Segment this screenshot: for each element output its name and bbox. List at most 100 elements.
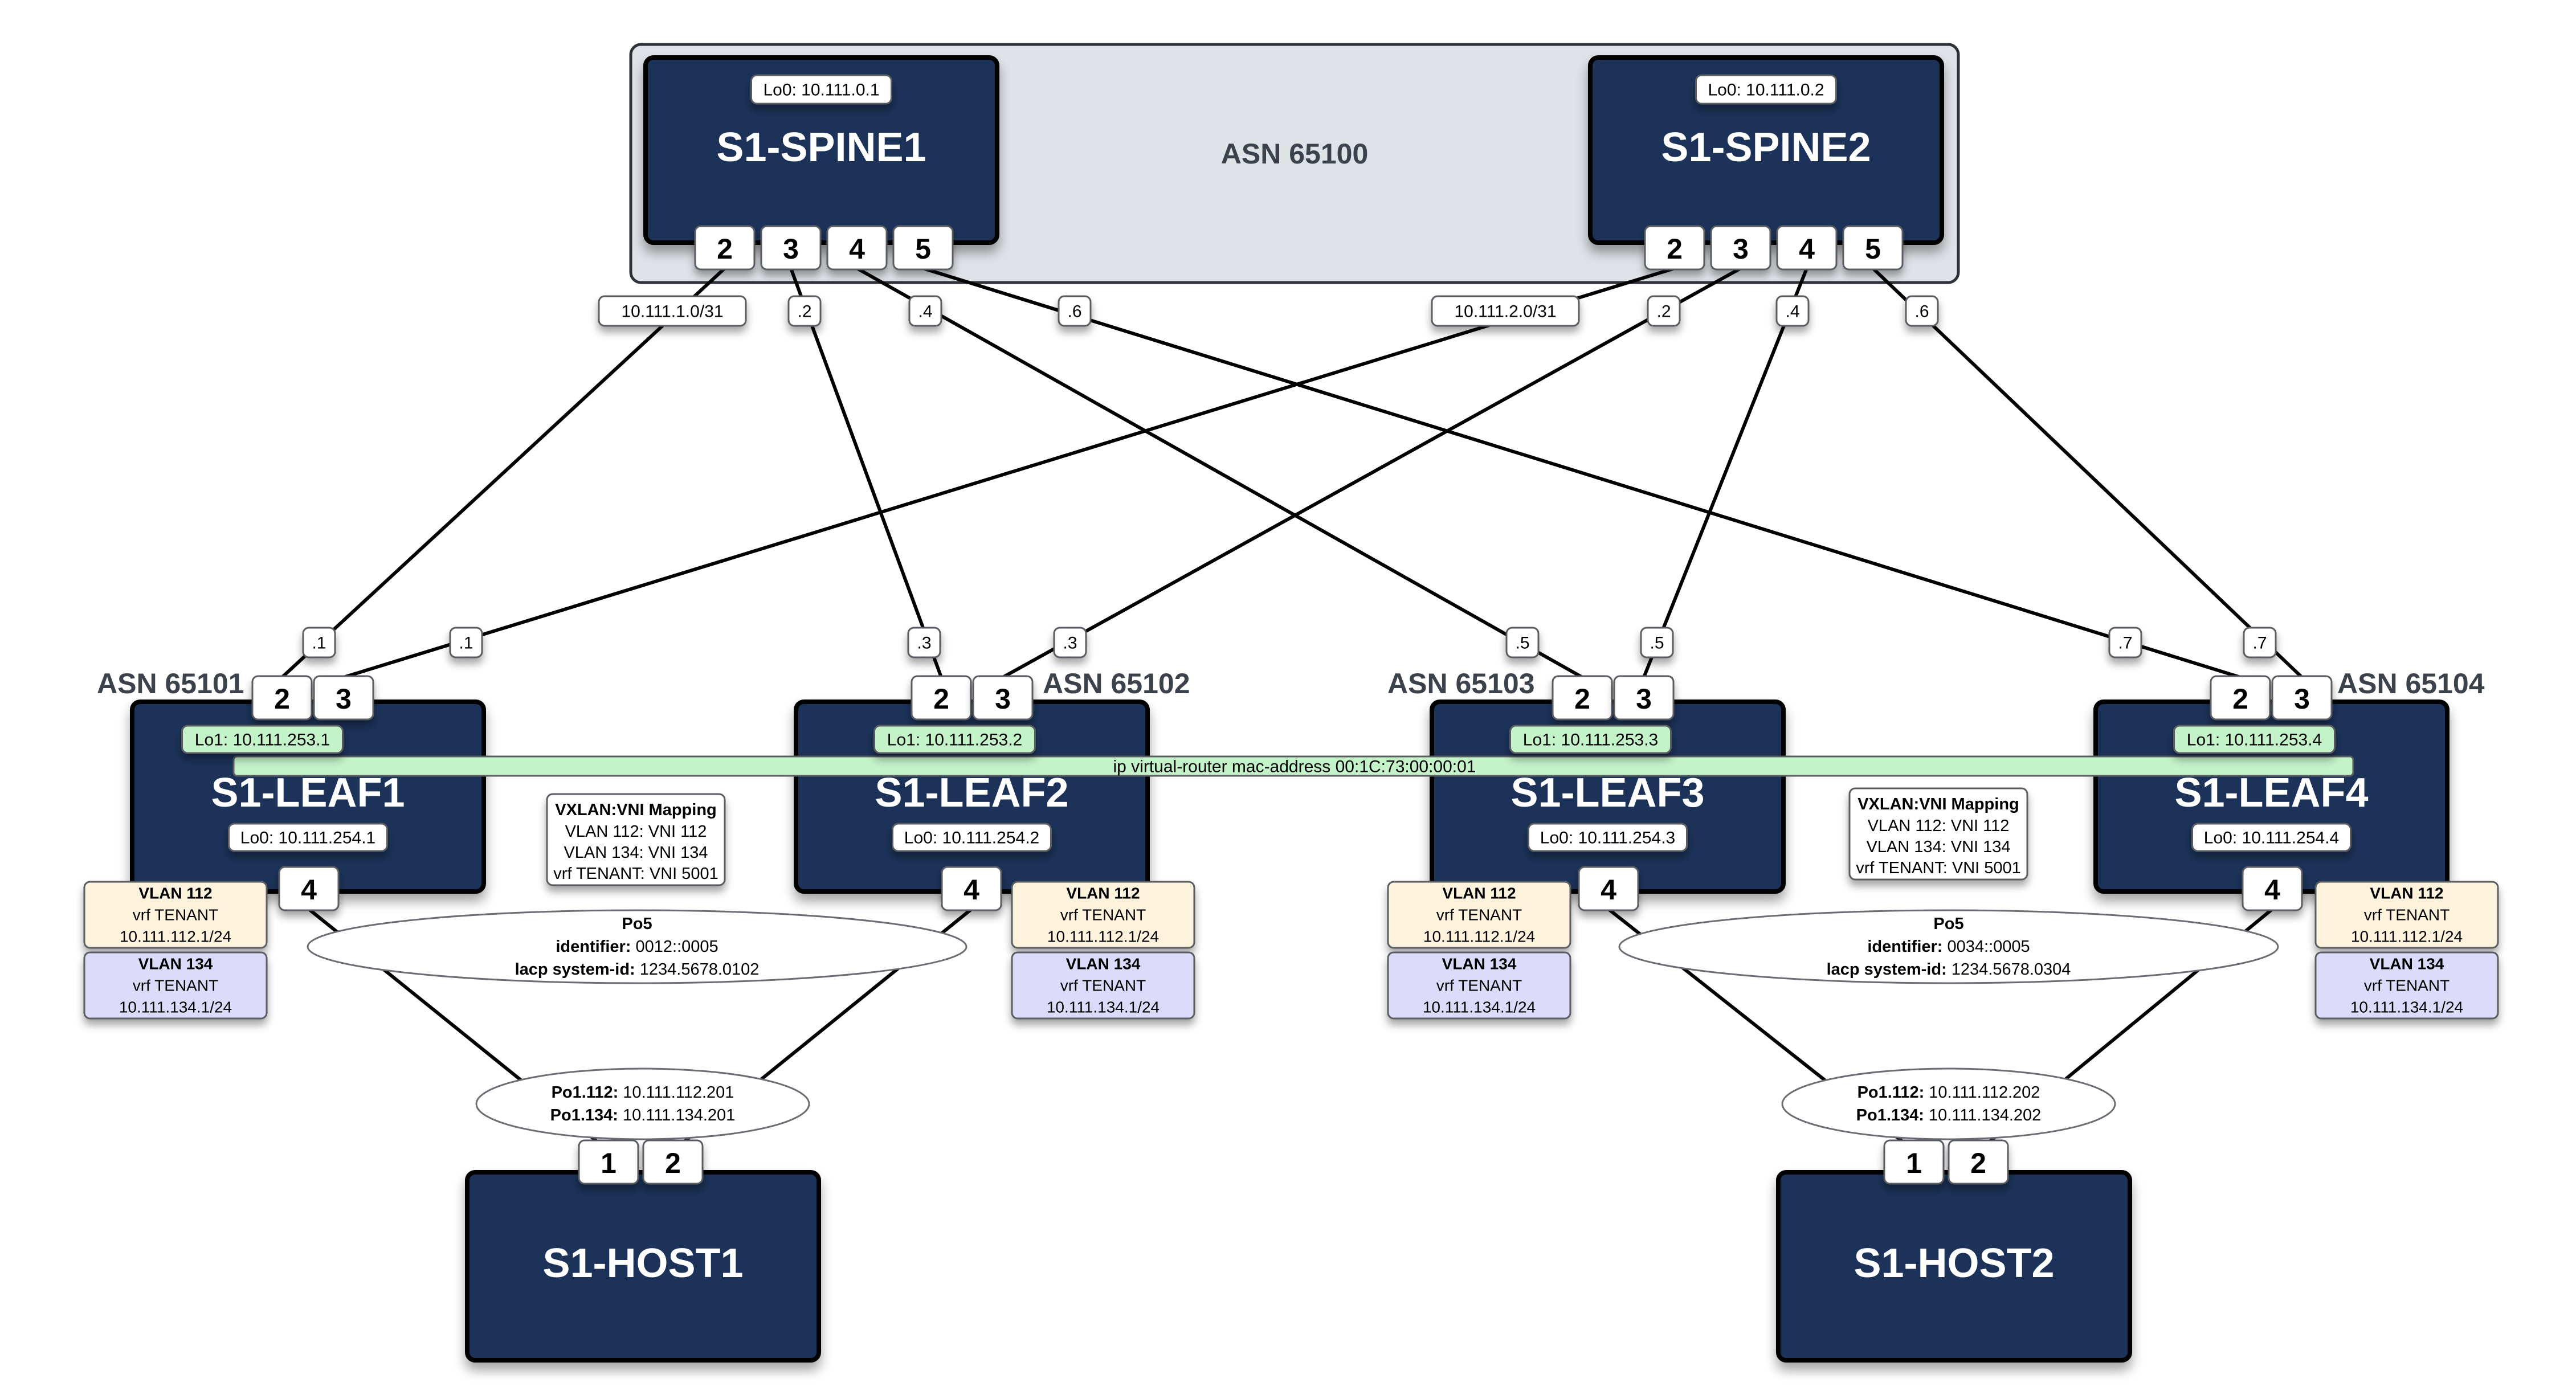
spine-1-port-3[interactable]: 3	[760, 225, 822, 271]
leaf-3-name: S1-LEAF3	[1511, 770, 1704, 816]
vlan112-ip: 10.111.112.1/24	[120, 928, 231, 946]
leaf-2-port-4-number: 4	[964, 874, 979, 906]
leaf-1-lo1-box	[181, 725, 344, 754]
vlan134-vrf: vrf TENANT	[133, 977, 218, 995]
po1-ellipse	[1781, 1067, 2116, 1140]
leaf-4-port-2-number: 2	[2232, 683, 2248, 715]
spine-2-port-5[interactable]: 5	[1842, 225, 1904, 271]
leaf-2-port-2[interactable]: 2	[911, 675, 972, 721]
spine1-link-label-0-box	[598, 295, 747, 327]
spine2-link-label-0-text: 10.111.2.0/31	[1454, 302, 1556, 321]
leaf-4-port-3-number: 3	[2294, 683, 2310, 715]
leaf-3-lo0: Lo0: 10.111.254.3	[1528, 823, 1688, 852]
leaf2-link-label-1: .3	[1053, 627, 1087, 658]
leaf-3-port-4-number: 4	[1601, 874, 1616, 906]
spine1-link-label-0-text: 10.111.1.0/31	[621, 302, 723, 321]
leaf-3-port-3[interactable]: 3	[1613, 675, 1675, 721]
leaf-1-port-3-number: 3	[336, 683, 352, 715]
leaf2-link-label-1-text: .3	[1063, 634, 1077, 653]
leaf-4-port-4[interactable]: 4	[2242, 866, 2303, 911]
vxlan-mapping-line: VLAN 112: VNI 112	[1868, 817, 2010, 835]
po5-identifier: identifier: 0034::0005	[1867, 938, 2030, 956]
vlan134-vrf: vrf TENANT	[1436, 977, 1522, 995]
host-1-port-1-box	[578, 1139, 639, 1185]
leaf-1-port-2[interactable]: 2	[251, 675, 313, 721]
vlan134-title: VLAN 134	[2370, 955, 2444, 973]
leaf-3-lo1-text: Lo1: 10.111.253.3	[1523, 731, 1658, 750]
leaf-1-lo1: Lo1: 10.111.253.1	[181, 725, 344, 754]
leaf-4-asn: ASN 65104	[2337, 668, 2485, 699]
leaf-3-port-4[interactable]: 4	[1578, 866, 1639, 911]
spine-2-port-2-box	[1644, 225, 1705, 271]
spine1-link-label-3-box	[1058, 295, 1092, 327]
leaf-3-port-3-number: 3	[1636, 683, 1652, 715]
leaf-3-lo1-box	[1509, 725, 1672, 754]
spine-1-lo0: Lo0: 10.111.0.1	[750, 74, 892, 105]
leaf-1-port-3[interactable]: 3	[313, 675, 374, 721]
leaf-1-port-2-number: 2	[274, 683, 290, 715]
spine-2-port-3[interactable]: 3	[1710, 225, 1771, 271]
vlan134-vrf: vrf TENANT	[1060, 977, 1146, 995]
host-2-name: S1-HOST2	[1854, 1241, 2054, 1286]
spine-2-port-4[interactable]: 4	[1776, 225, 1838, 271]
leaf-3-port-2[interactable]: 2	[1552, 675, 1613, 721]
spine-2-lo0-box	[1695, 74, 1837, 105]
spine-1-port-2[interactable]: 2	[694, 225, 756, 271]
spine-2-port-3-number: 3	[1733, 233, 1749, 265]
vlan112-box-bg	[2314, 881, 2499, 949]
spine-2-port-2[interactable]: 2	[1644, 225, 1705, 271]
vlan112-vrf: vrf TENANT	[2364, 906, 2450, 924]
leaf-1-port-4[interactable]: 4	[278, 866, 340, 911]
host-1-port-2[interactable]: 2	[642, 1139, 704, 1185]
vlan112-box-bg	[1387, 881, 1571, 949]
leaf-4-port-2-box	[2210, 675, 2271, 721]
vxlan-mapping-box	[1848, 787, 2028, 881]
leaf2-link-label-1-box	[1053, 627, 1087, 658]
spine-1-port-4-box	[826, 225, 888, 271]
vlan134-box-bg	[83, 951, 268, 1020]
leaf-4-lo0-box	[2191, 823, 2352, 852]
spine2-link-label-2-box	[1775, 295, 1810, 327]
leaf2-link-label-0: .3	[907, 627, 941, 658]
leaf4-link-label-0: .7	[2108, 627, 2142, 658]
leaf-2-lo1-text: Lo1: 10.111.253.2	[887, 731, 1022, 750]
vlan112-vrf: vrf TENANT	[1436, 906, 1522, 924]
leaf1-link-label-1: .1	[449, 627, 483, 658]
vlan112-ip: 10.111.112.1/24	[1423, 928, 1535, 946]
vxlan-mapping-line: VLAN 134: VNI 134	[564, 844, 708, 862]
leaf-1-lo1-text: Lo1: 10.111.253.1	[195, 731, 330, 750]
leaf-2-port-3[interactable]: 3	[972, 675, 1034, 721]
spine-2-port-5-number: 5	[1865, 233, 1881, 265]
leaf-2-port-4[interactable]: 4	[941, 866, 1002, 911]
spine-2-lo0-text: Lo0: 10.111.0.2	[1708, 81, 1824, 100]
spine1-link-label-2: .4	[908, 295, 942, 327]
leaf-3-lo1: Lo1: 10.111.253.3	[1509, 725, 1672, 754]
leaf-3-lo0-box	[1528, 823, 1688, 852]
spine-1-port-5[interactable]: 5	[892, 225, 954, 271]
host-2-port-1[interactable]: 1	[1883, 1139, 1945, 1185]
spine-2-port-4-box	[1776, 225, 1838, 271]
leaf2-link-label-0-box	[907, 627, 941, 658]
vlan112-ip: 10.111.112.1/24	[1047, 928, 1159, 946]
leaf-4-port-4-number: 4	[2264, 874, 2280, 906]
leaf4-link-label-0-box	[2108, 627, 2142, 658]
host-2-port-1-box	[1883, 1139, 1945, 1185]
leaf-4-port-3[interactable]: 3	[2271, 675, 2333, 721]
host-1-port-1[interactable]: 1	[578, 1139, 639, 1185]
spine-1-lo0-text: Lo0: 10.111.0.1	[763, 81, 879, 100]
spine-1-port-4[interactable]: 4	[826, 225, 888, 271]
host-2-port-2[interactable]: 2	[1948, 1139, 2009, 1185]
vlan112-box-bg	[1011, 881, 1195, 949]
leaf2-link-label-0-text: .3	[917, 634, 931, 653]
links-layer	[280, 267, 2304, 1143]
leaf-4-port-2[interactable]: 2	[2210, 675, 2271, 721]
leaf-2-port-2-box	[911, 675, 972, 721]
